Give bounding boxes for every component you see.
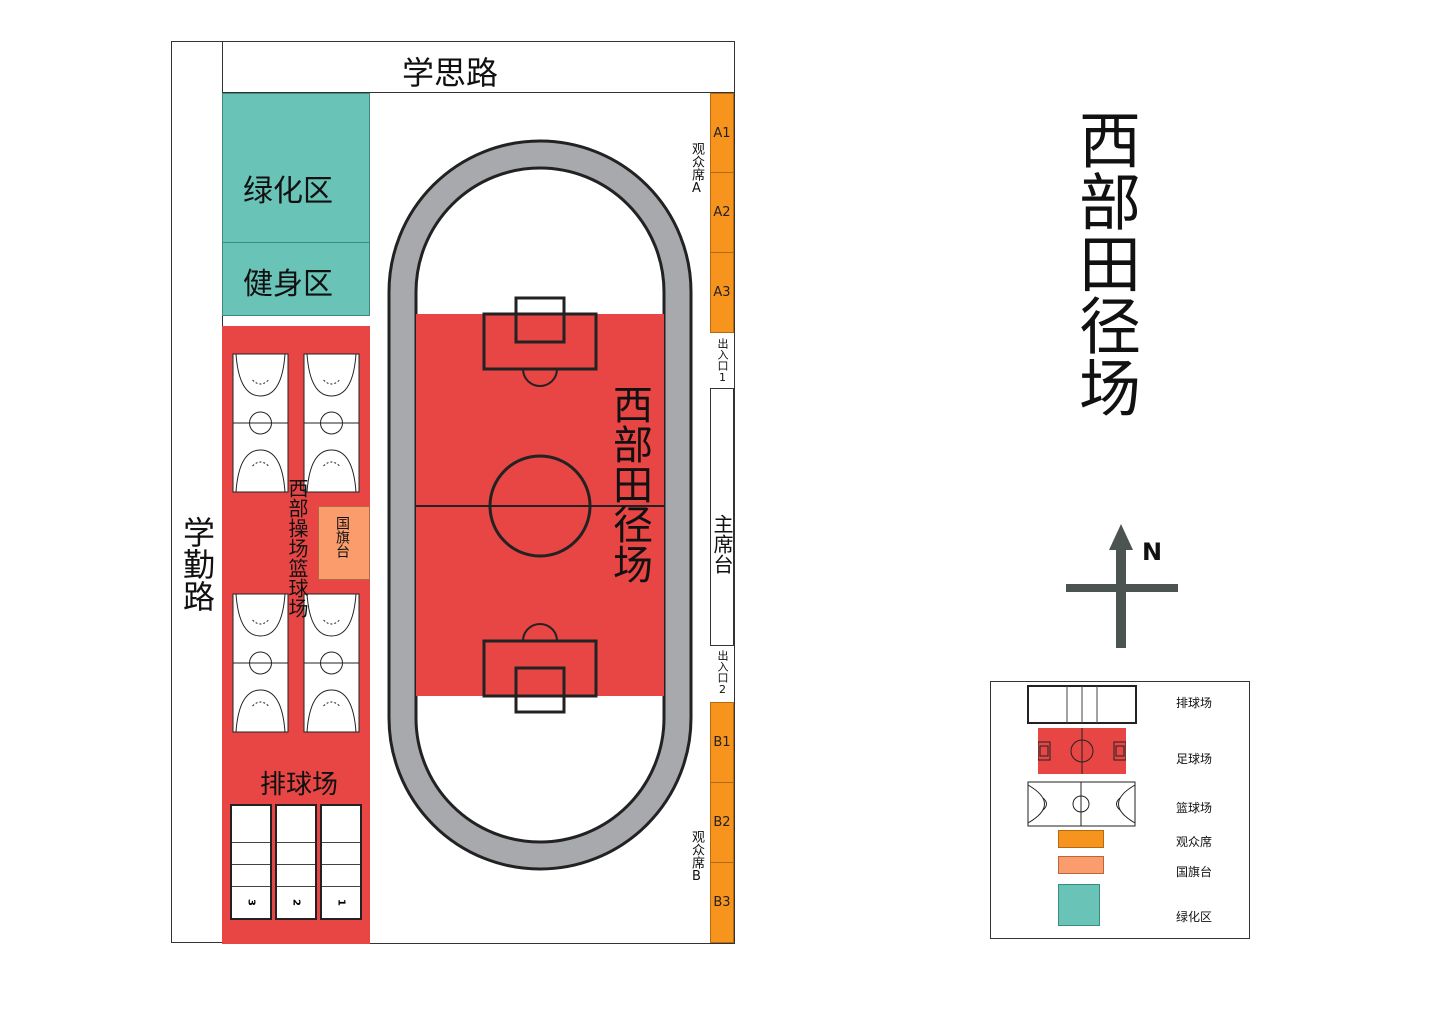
compass-north-label: N (1142, 538, 1163, 566)
stand-b-label: 观众席B (689, 830, 704, 884)
stand-section-label: A1 (713, 125, 731, 141)
goal-box-top (514, 296, 566, 344)
legend-basketball-label: 篮球场 (1176, 801, 1213, 815)
stand-b3: B3 (710, 862, 734, 943)
stand-a1: A1 (710, 93, 734, 173)
stand-b2: B2 (710, 782, 734, 863)
exit-2-label: 出入口2 (716, 650, 729, 696)
penalty-box-bottom (482, 639, 598, 698)
court-number: 3 (245, 899, 257, 906)
legend-basketball-icon (1027, 781, 1136, 827)
volleyball-area-label: 排球场 (260, 770, 339, 800)
legend-green-label: 绿化区 (1176, 910, 1213, 924)
track-and-field (387, 139, 693, 871)
basketball-courts (232, 353, 360, 733)
road-left-frame (171, 41, 223, 943)
legend-volleyball-label: 排球场 (1176, 696, 1213, 710)
legend-flag-swatch (1058, 856, 1104, 874)
penalty-arc-top (522, 368, 558, 387)
legend-stand-swatch (1058, 830, 1104, 848)
legend-football-icon (1038, 728, 1126, 774)
legend-stand-label: 观众席 (1176, 835, 1213, 849)
field-name-label: 西部田径场 (606, 384, 652, 584)
flag-platform (318, 506, 370, 580)
basketball-area-label: 西部操场篮球场 (285, 478, 309, 618)
stand-section-label: B3 (713, 895, 731, 910)
penalty-arc-bottom (522, 623, 558, 642)
road-top-label: 学思路 (402, 54, 499, 92)
legend-green-swatch (1058, 884, 1100, 926)
goal-box-bottom (514, 666, 566, 714)
volleyball-court-1: 1 (320, 804, 362, 920)
main-stand (710, 388, 734, 646)
volleyball-court-3: 3 (230, 804, 272, 920)
fitness-zone (222, 242, 370, 316)
center-circle (488, 454, 592, 558)
legend-volleyball-icon (1027, 685, 1137, 724)
stand-a2: A2 (710, 172, 734, 253)
stand-section-label: A3 (713, 285, 731, 300)
volleyball-court-2: 2 (275, 804, 317, 920)
exit-1-label: 出入口1 (716, 338, 729, 384)
map-title: 西部田径场 (1068, 108, 1141, 418)
flag-platform-label: 国旗台 (334, 516, 350, 558)
stand-a3: A3 (710, 252, 734, 333)
compass-icon (1066, 524, 1178, 648)
court-number: 1 (335, 899, 347, 906)
greenery-zone (222, 93, 370, 243)
legend-flag-label: 国旗台 (1176, 865, 1213, 879)
stand-b1: B1 (710, 702, 734, 783)
fitness-label: 健身区 (243, 267, 333, 302)
stand-section-label: B1 (713, 735, 731, 750)
stand-a-label: 观众席A (689, 142, 704, 196)
greenery-label: 绿化区 (243, 174, 333, 209)
main-stand-label: 主席台 (710, 514, 734, 574)
road-left-label: 学勤路 (178, 516, 216, 612)
legend-football-label: 足球场 (1176, 752, 1213, 766)
penalty-box-top (482, 312, 598, 371)
court-number: 2 (290, 899, 302, 906)
stand-section-label: B2 (713, 815, 731, 830)
stand-section-label: A2 (713, 205, 731, 220)
